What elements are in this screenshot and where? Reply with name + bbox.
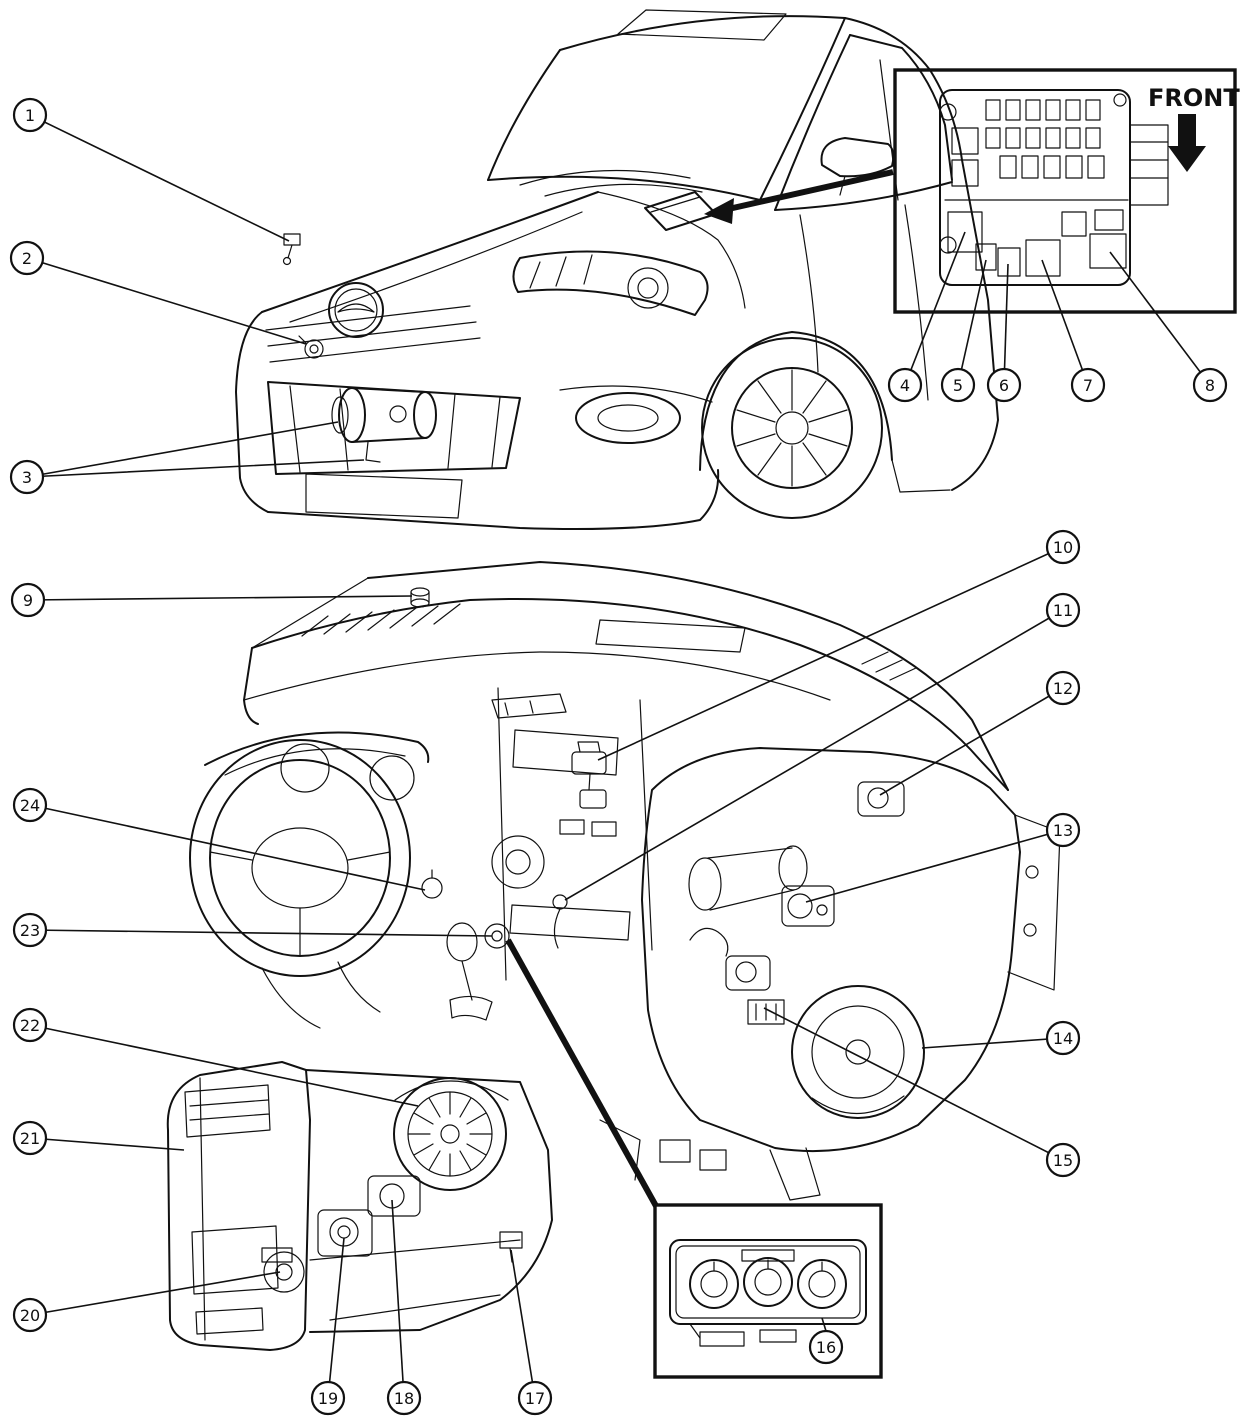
headlight [512, 250, 709, 316]
svg-text:7: 7 [1083, 376, 1093, 395]
callout-9: 9 [10, 582, 46, 618]
climate-control-inset [505, 938, 883, 1379]
callout-22: 22 [12, 1007, 48, 1043]
svg-text:3: 3 [22, 468, 32, 487]
callout-3: 3 [9, 459, 45, 495]
front-sensor [298, 335, 324, 359]
climate-control-panel [669, 1239, 867, 1347]
callout-10: 10 [1045, 529, 1081, 565]
brand-badge [328, 282, 384, 338]
ambient-temp-sensor [282, 233, 301, 266]
svg-text:15: 15 [1053, 1151, 1073, 1170]
center-stack [491, 687, 653, 981]
front-direction-arrow-icon [1168, 114, 1206, 172]
svg-text:13: 13 [1053, 821, 1073, 840]
gear-shifter [446, 922, 493, 1021]
svg-text:14: 14 [1053, 1029, 1073, 1048]
ac-compressor [331, 387, 437, 463]
svg-text:22: 22 [20, 1016, 40, 1035]
callout-2: 2 [9, 240, 45, 276]
svg-text:1: 1 [25, 106, 35, 125]
svg-text:23: 23 [20, 921, 40, 940]
relay-4 [947, 211, 983, 253]
console-actuator-18 [367, 1175, 421, 1217]
callout-16: 16 [808, 1329, 844, 1365]
callout-15: 15 [1045, 1142, 1081, 1178]
console-clip-17 [499, 1231, 523, 1263]
blower-motor [791, 985, 925, 1119]
fuse-box-location [644, 191, 717, 231]
callout-17: 17 [517, 1380, 553, 1416]
inset-frame [893, 68, 1237, 314]
console-heater-unit [166, 1061, 553, 1351]
svg-text:11: 11 [1053, 601, 1073, 620]
column-switch-part [421, 869, 443, 899]
console-actuator-19 [317, 1209, 373, 1257]
mode-knob [797, 1259, 847, 1309]
svg-text:10: 10 [1053, 538, 1073, 557]
mode-actuator [857, 781, 905, 817]
callout-20: 20 [12, 1297, 48, 1333]
svg-text:5: 5 [953, 376, 963, 395]
relay-8 [1089, 233, 1127, 269]
front-direction-label: FRONT [1148, 84, 1240, 112]
fuse-box-inset: FRONT [704, 68, 1240, 314]
inset-frame-2 [653, 1203, 883, 1379]
svg-text:4: 4 [900, 376, 910, 395]
fuse-5 [975, 243, 997, 271]
svg-text:17: 17 [525, 1389, 545, 1408]
blower-fan-wheel [393, 1077, 507, 1191]
svg-text:12: 12 [1053, 679, 1073, 698]
callouts: 1 2 3 4 5 6 7 8 9 10 11 12 13 14 15 16 1… [9, 97, 1228, 1416]
blower-resistor [747, 999, 785, 1025]
front-wheel [701, 337, 883, 519]
fuse-box-drawing [939, 89, 1169, 286]
callout-8: 8 [1192, 367, 1228, 403]
callout-6: 6 [986, 367, 1022, 403]
svg-text:18: 18 [394, 1389, 414, 1408]
svg-text:24: 24 [20, 796, 40, 815]
callout-1: 1 [12, 97, 48, 133]
relay-7 [1025, 239, 1061, 277]
dash-bracket-parts [552, 741, 607, 949]
callout-7: 7 [1070, 367, 1106, 403]
console-motor-20 [261, 1247, 305, 1293]
dash-top-sensor [410, 587, 430, 608]
sunroof [617, 9, 787, 41]
magnifier-arrowhead-icon [704, 198, 734, 224]
side-mirror [820, 137, 895, 178]
svg-text:19: 19 [318, 1389, 338, 1408]
fuse-6 [997, 247, 1021, 277]
svg-text:9: 9 [23, 591, 33, 610]
callout-21: 21 [12, 1120, 48, 1156]
callout-11: 11 [1045, 592, 1081, 628]
instrument-panel-assembly [189, 561, 1061, 1201]
svg-text:20: 20 [20, 1306, 40, 1325]
svg-text:2: 2 [22, 249, 32, 268]
callout-13: 13 [1045, 812, 1081, 848]
svg-text:21: 21 [20, 1129, 40, 1148]
vehicle-front-view [235, 9, 999, 530]
callout-23: 23 [12, 912, 48, 948]
fan-knob [743, 1257, 793, 1307]
fog-lamp [559, 385, 713, 444]
temp-knob [689, 1259, 739, 1309]
svg-text:8: 8 [1205, 376, 1215, 395]
hvac-unit [599, 747, 1061, 1201]
callout-24: 24 [12, 787, 48, 823]
callout-14: 14 [1045, 1020, 1081, 1056]
callout-5: 5 [940, 367, 976, 403]
svg-text:6: 6 [999, 376, 1009, 395]
leader-lines [26, 114, 1211, 1399]
svg-text:16: 16 [816, 1338, 836, 1357]
callout-12: 12 [1045, 670, 1081, 706]
callout-18: 18 [386, 1380, 422, 1416]
callout-19: 19 [310, 1380, 346, 1416]
airmix-actuator [781, 885, 835, 927]
steering-wheel [189, 739, 411, 1029]
callout-4: 4 [887, 367, 923, 403]
